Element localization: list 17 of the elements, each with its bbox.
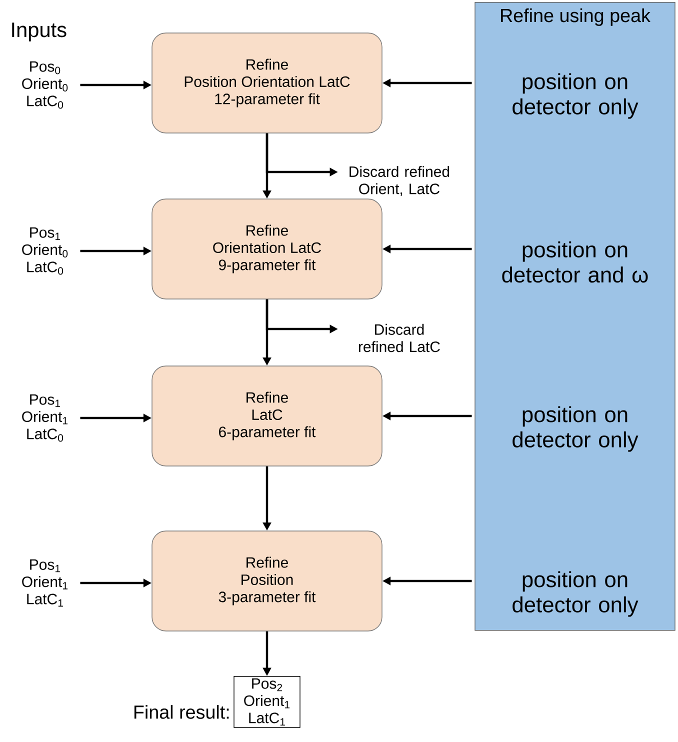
input-text: Pos$_{1}$ Orient$_{1}$ LatC$_{1}$ bbox=[22, 559, 68, 607]
note-text: Discard refined LatC bbox=[358, 324, 440, 352]
process-box: Refine Position Orientation LatC 12-parameter fit bbox=[152, 32, 382, 134]
result-box: Pos$_{2}$ Orient$_{1}$ LatC$_{1}$ bbox=[234, 676, 300, 728]
panel-text: position on detector and ω bbox=[502, 241, 648, 283]
result-label: Final result: bbox=[134, 705, 229, 719]
input-text: Pos$_{1}$ Orient$_{1}$ LatC$_{0}$ bbox=[22, 394, 68, 442]
panel-text: position on detector only bbox=[512, 571, 638, 617]
process-box: Refine LatC 6-parameter fit bbox=[152, 366, 382, 466]
process-box: Refine Position 3-parameter fit bbox=[152, 530, 382, 632]
heading-text: Inputs bbox=[12, 22, 66, 42]
panel-text: position on detector only bbox=[512, 406, 638, 452]
input-text: Pos$_{0}$ Orient$_{0}$ LatC$_{0}$ bbox=[22, 61, 68, 109]
panel-text: position on detector only bbox=[512, 73, 638, 119]
note-text: Discard refined Orient, LatC bbox=[350, 166, 450, 196]
input-text: Pos$_{1}$ Orient$_{0}$ LatC$_{0}$ bbox=[22, 227, 68, 275]
process-box: Refine Orientation LatC 9-parameter fit bbox=[152, 198, 382, 300]
